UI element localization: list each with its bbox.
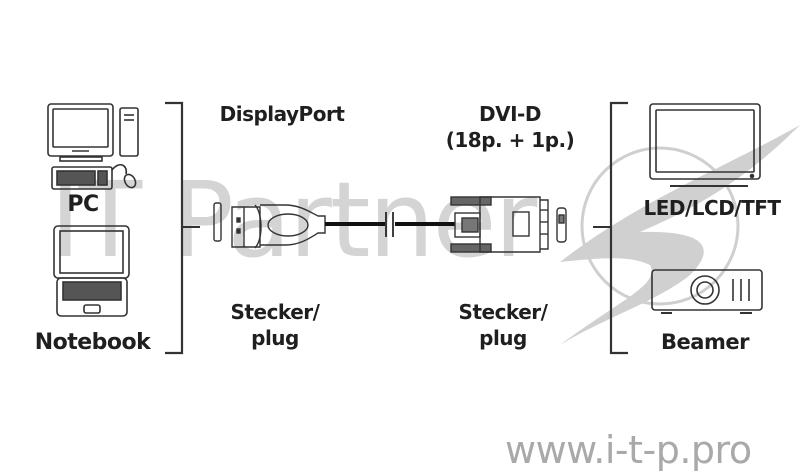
left-plug-type-line2: plug — [251, 326, 299, 350]
watermark-logo-icon — [580, 146, 740, 306]
left-plug-type-line1: Stecker/ — [230, 300, 320, 324]
notebook-label: Notebook — [34, 330, 151, 355]
pc-label: PC — [67, 192, 99, 217]
watermark-text: IT Partner — [50, 159, 537, 281]
beamer-label: Beamer — [661, 330, 749, 354]
displayport-plug-icon — [213, 202, 326, 249]
cable-line — [325, 212, 455, 237]
dvi-d-title: DVI-D — [479, 102, 541, 126]
right-plug-type-line2: plug — [479, 326, 527, 350]
led-lcd-tft-label: LED/LCD/TFT — [643, 196, 781, 220]
displayport-title: DisplayPort — [219, 102, 345, 126]
watermark-swoosh-icon — [560, 125, 800, 345]
desktop-pc-icon — [47, 103, 139, 190]
left-bracket — [165, 101, 184, 355]
dvi-d-plug-icon — [450, 196, 567, 253]
dvi-d-subtitle: (18p. + 1p.) — [445, 128, 575, 152]
projector-icon — [651, 269, 763, 314]
laptop-icon — [53, 225, 130, 317]
right-plug-type-line1: Stecker/ — [458, 300, 548, 324]
monitor-icon — [649, 103, 761, 187]
watermark-url: www.i-t-p.pro — [505, 428, 752, 472]
